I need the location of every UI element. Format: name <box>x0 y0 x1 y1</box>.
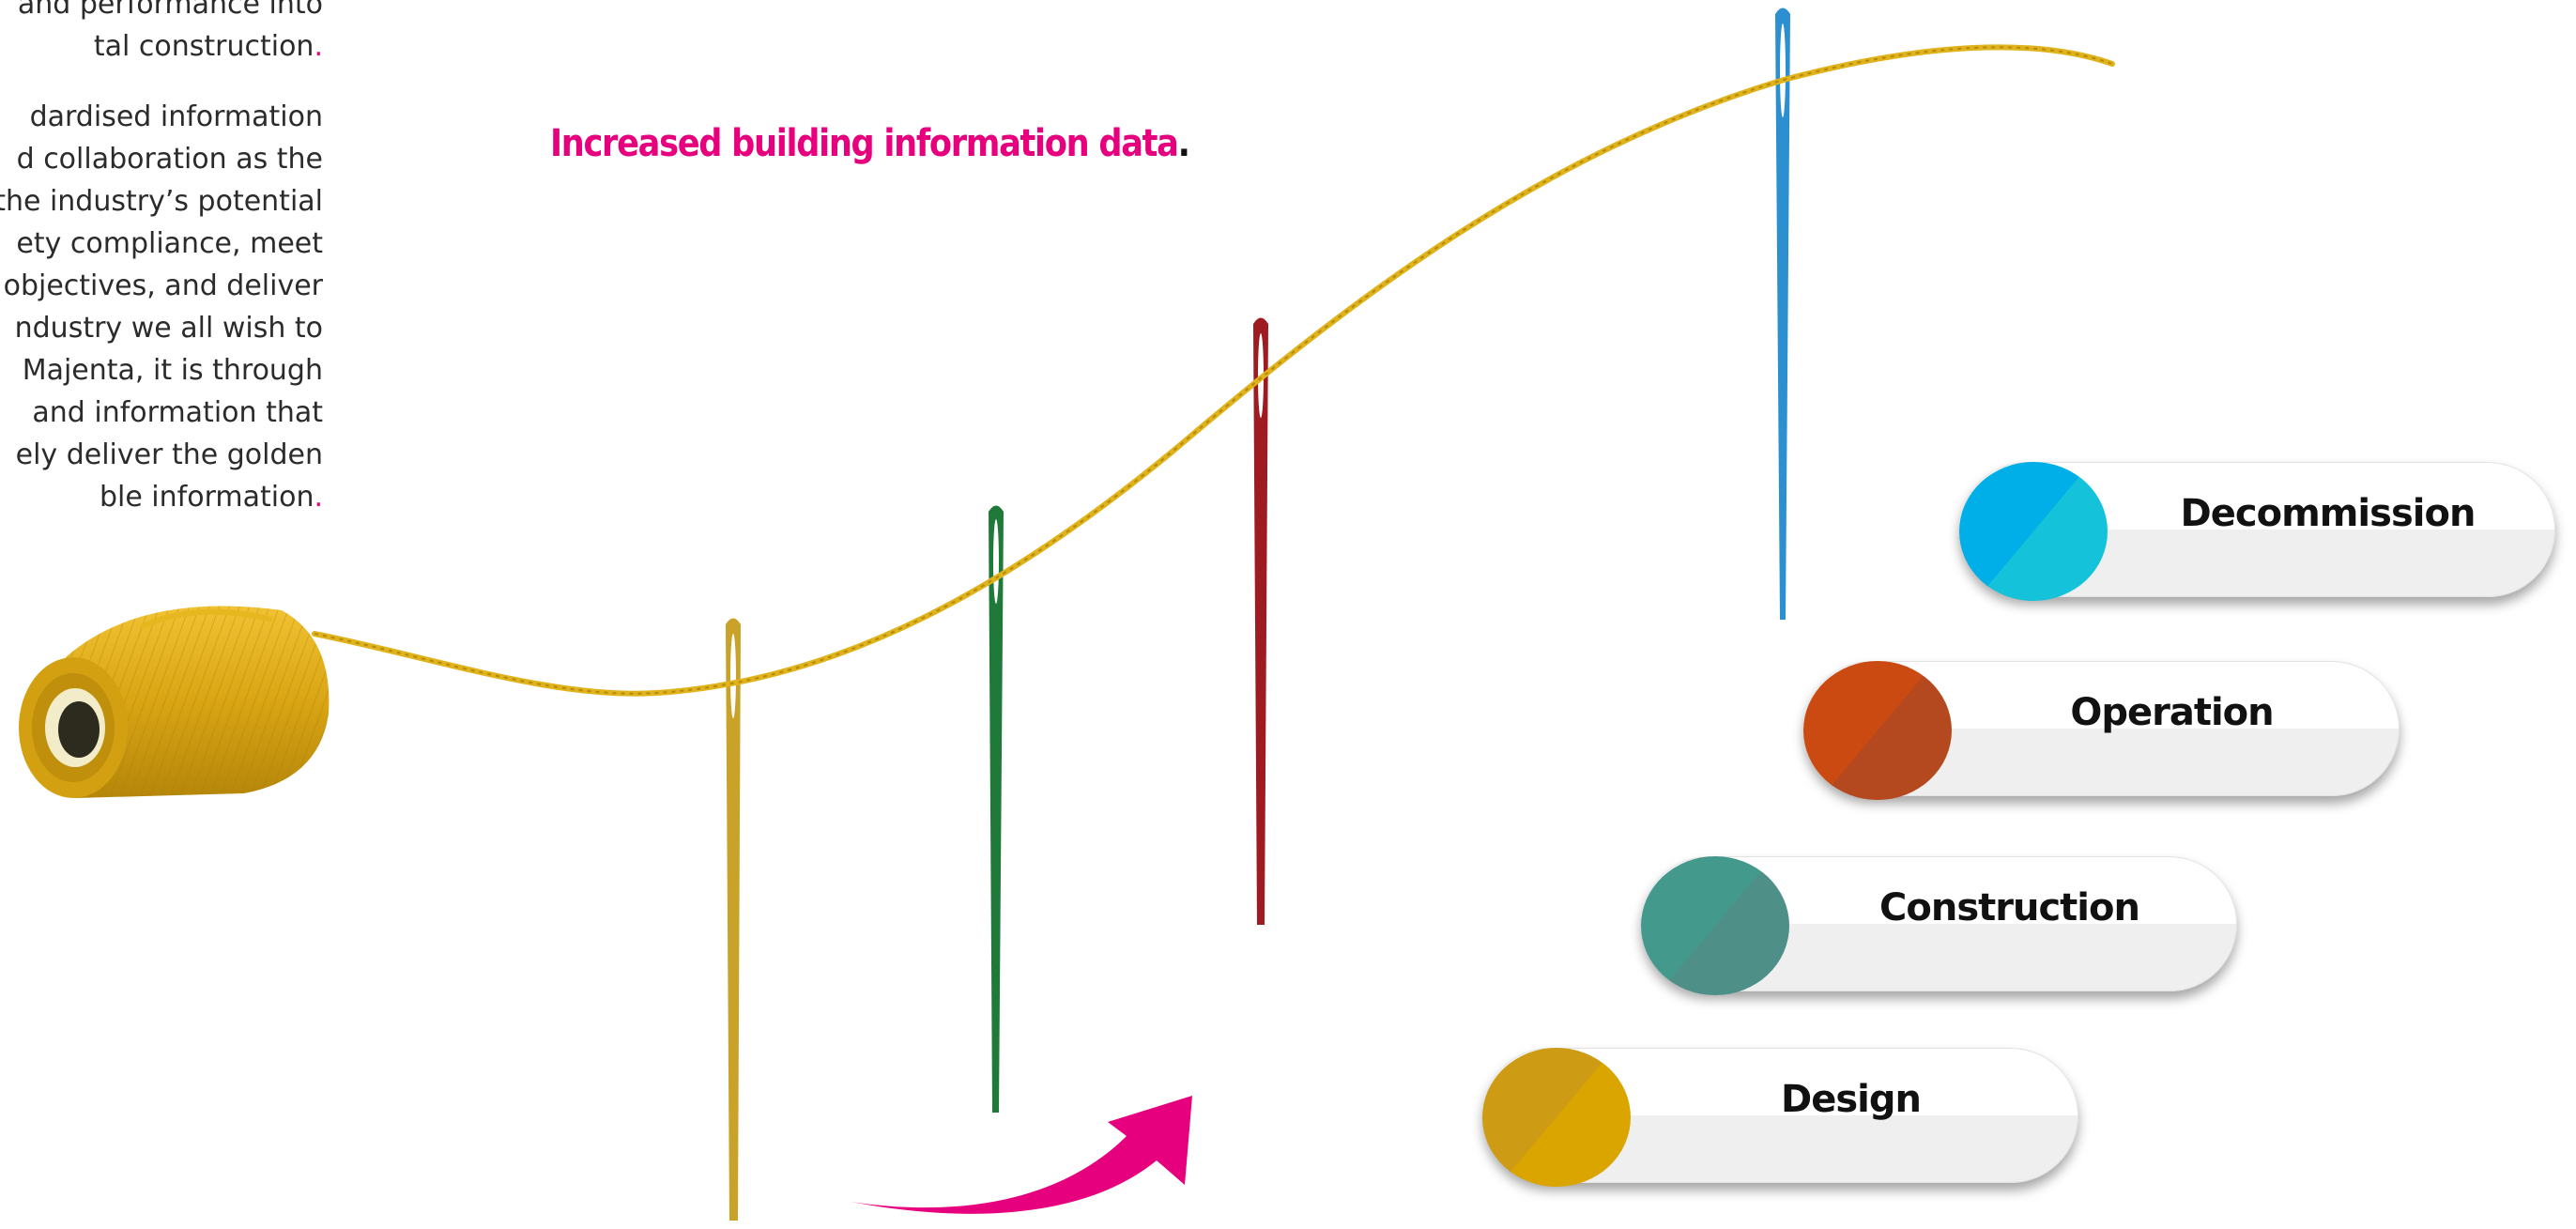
text-line: Majenta, it is through <box>22 354 323 387</box>
text-line: ndustry we all wish to <box>14 312 323 345</box>
headline: Increased building information data. <box>550 122 1190 165</box>
text-line: objectives, and deliver <box>3 269 323 302</box>
thread-line <box>312 44 2115 697</box>
text-line: ety compliance, meet <box>16 227 323 260</box>
stage-label: Construction <box>1879 886 2140 929</box>
needle-icon <box>1253 317 1268 925</box>
headline-text: Increased building information data <box>550 122 1179 165</box>
text-line: d collaboration as the <box>16 143 323 176</box>
stage-label: Design <box>1781 1078 1922 1121</box>
stage-label: Operation <box>2070 691 2274 734</box>
stage-design: Design <box>1482 1048 2078 1187</box>
stage-color-dot <box>1482 1048 1631 1187</box>
end-dot: . <box>314 481 323 514</box>
end-dot: . <box>314 30 323 63</box>
text-line: and information that <box>32 396 323 429</box>
stage-decommission: Decommission <box>1959 462 2555 601</box>
headline-period: . <box>1177 122 1190 165</box>
intro-text: and performance into tal construction. <box>0 0 323 68</box>
text-line: and performance into <box>17 0 323 21</box>
stage-color-dot <box>1803 661 1952 800</box>
needle-icon <box>1775 8 1790 620</box>
stage-operation: Operation <box>1803 661 2400 800</box>
needle-icon <box>989 505 1004 1113</box>
text-line: tal construction. <box>93 30 323 63</box>
thread-spool-icon <box>19 606 330 798</box>
stage-color-dot <box>1641 856 1789 995</box>
needle-icon <box>726 618 741 1221</box>
arrow-icon <box>851 1096 1192 1214</box>
text-line: the industry’s potential <box>0 185 323 218</box>
stage-construction: Construction <box>1641 856 2237 995</box>
stage-color-dot <box>1959 462 2108 601</box>
text-line: ely deliver the golden <box>15 438 323 471</box>
body-paragraph: dardised information d collaboration as … <box>0 96 323 518</box>
text-line: ble information. <box>99 481 323 514</box>
text-line: dardised information <box>29 100 323 133</box>
stage-label: Decommission <box>2180 492 2476 535</box>
